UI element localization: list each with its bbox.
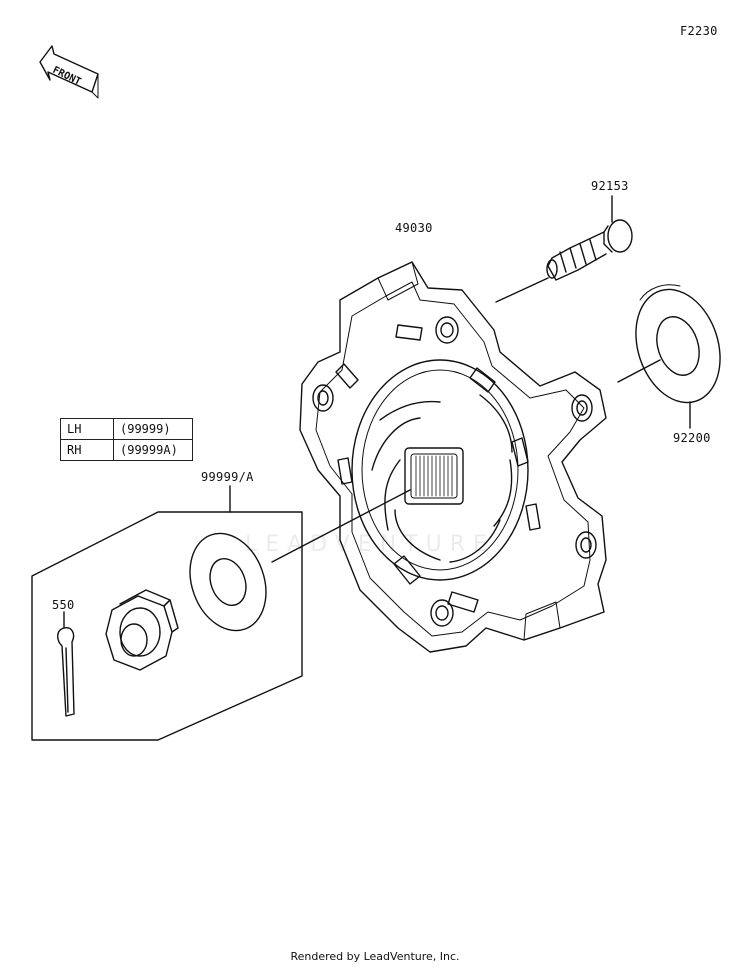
table-key-rh: RH xyxy=(60,439,114,461)
assembly-box xyxy=(31,511,303,741)
front-arrow-icon xyxy=(39,45,99,99)
label-92200: 92200 xyxy=(673,431,711,445)
leader-washer-left xyxy=(271,489,411,563)
table-row: RH (99999A) xyxy=(60,439,193,461)
table-value-lh: (99999) xyxy=(113,418,193,440)
footer-credit: Rendered by LeadVenture, Inc. xyxy=(290,950,460,963)
cotter-pin-550 xyxy=(57,611,75,717)
label-49030: 49030 xyxy=(395,221,433,235)
diagram-code: F2230 xyxy=(680,24,718,38)
washer-92200 xyxy=(635,284,721,404)
castle-nut xyxy=(105,589,179,671)
leader-washer-right xyxy=(617,359,661,383)
washer-99999a xyxy=(189,532,267,632)
hub-49030 xyxy=(299,261,607,653)
lh-rh-table: LH (99999) RH (99999A) xyxy=(60,418,193,461)
table-key-lh: LH xyxy=(60,418,114,440)
label-92153: 92153 xyxy=(591,179,629,193)
table-row: LH (99999) xyxy=(60,418,193,440)
label-99999a: 99999/A xyxy=(201,470,254,484)
label-550: 550 xyxy=(52,598,75,612)
leader-bolt xyxy=(495,277,549,303)
table-value-rh: (99999A) xyxy=(113,439,193,461)
bolt-92153 xyxy=(546,219,633,281)
